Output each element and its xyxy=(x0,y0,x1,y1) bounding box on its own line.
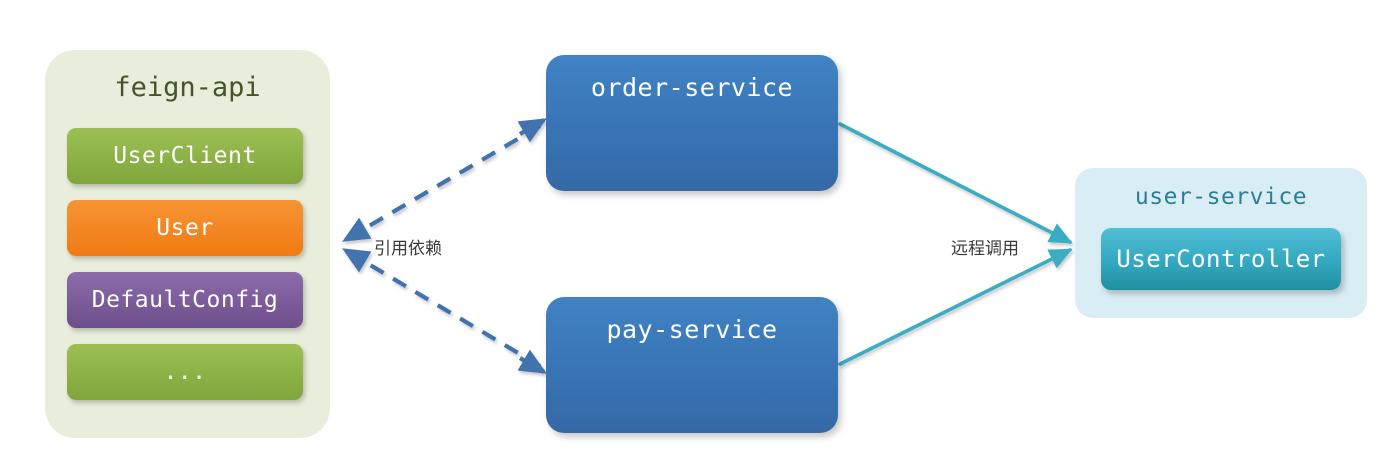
edge-remote-order xyxy=(838,122,1073,244)
user-service-title: user-service xyxy=(1134,184,1308,210)
component-label: UserController xyxy=(1116,245,1326,273)
component-userclient[interactable]: UserClient xyxy=(67,128,303,184)
service-label: pay-service xyxy=(606,315,778,344)
component-user[interactable]: User xyxy=(67,200,303,256)
component-defaultconfig[interactable]: DefaultConfig xyxy=(67,272,303,328)
component-label: DefaultConfig xyxy=(91,286,279,313)
edge-remote-pay xyxy=(838,248,1073,366)
component-label: UserClient xyxy=(113,142,257,169)
edge-dependency-pay xyxy=(342,248,547,374)
component-usercontroller[interactable]: UserController xyxy=(1101,228,1341,290)
edge-label-remote-call: 远程调用 xyxy=(951,239,1019,259)
service-order-service[interactable]: order-service xyxy=(546,55,838,191)
component-label: ... xyxy=(163,358,207,385)
service-pay-service[interactable]: pay-service xyxy=(546,297,838,433)
edge-label-dependency: 引用依赖 xyxy=(374,239,442,259)
user-service-panel[interactable]: user-service UserController xyxy=(1075,168,1367,318)
edge-dependency-order xyxy=(342,118,547,242)
feign-api-title: feign-api xyxy=(114,72,261,103)
service-label: order-service xyxy=(590,73,794,102)
feign-api-panel[interactable]: feign-api UserClient User DefaultConfig … xyxy=(45,50,330,438)
component-label: User xyxy=(156,214,214,241)
component-ellipsis[interactable]: ... xyxy=(67,344,303,400)
